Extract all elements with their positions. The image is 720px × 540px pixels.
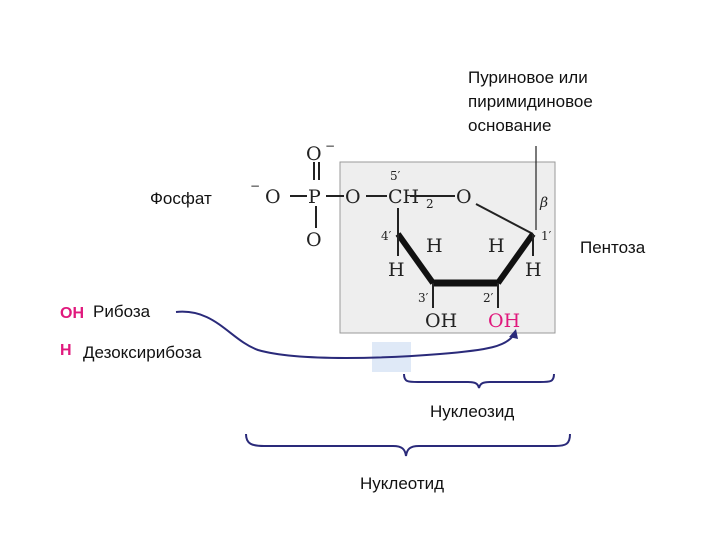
o-bottom: O: [306, 229, 322, 251]
pentose-box: [339, 161, 556, 334]
phosphate-label: Фосфат: [150, 189, 212, 208]
ch2-subscript: 2: [426, 197, 434, 211]
pos-4-label: 4′: [381, 229, 392, 243]
oh-3: OH: [425, 310, 457, 332]
o-minus-charge: −: [325, 139, 335, 153]
oh-tag: OH: [60, 305, 84, 322]
h-tag: H: [60, 342, 72, 359]
deoxyribose-label: Дезоксирибоза: [83, 343, 202, 362]
beta-label: β: [539, 195, 548, 211]
p-atom: P: [308, 186, 321, 208]
pos-2-label: 2′: [483, 291, 494, 305]
o-left: O: [265, 186, 281, 208]
connector-curve: [175, 310, 514, 359]
pos-3-label: 3′: [418, 291, 429, 305]
bond-c2-c1-wedge: [495, 232, 536, 285]
minus-left: −: [250, 179, 260, 193]
base-label-line-2: пиримидиновое: [468, 92, 593, 111]
ch2-group: CH: [388, 186, 419, 208]
o-top: O: [306, 143, 322, 165]
bond-ring-o-c1: [475, 203, 534, 235]
base-label-line-3: основание: [468, 116, 552, 135]
pos-1-label: 1′: [541, 229, 552, 243]
base-label: Пуриновое или пиримидиновое основание: [468, 66, 593, 138]
pentose-label: Пентоза: [580, 238, 646, 257]
nucleotide-label: Нуклеотид: [360, 474, 445, 493]
nucleotide-brace: [245, 433, 571, 457]
o-right: O: [345, 186, 361, 208]
ribose-label: Рибоза: [93, 302, 151, 321]
pos-5-label: 5′: [390, 169, 401, 183]
h4-up: H: [426, 235, 443, 257]
h1-down: H: [525, 259, 542, 281]
nucleoside-brace: [403, 373, 555, 389]
ring-oxygen: O: [456, 186, 472, 208]
h4-down: H: [388, 259, 405, 281]
oh-2-highlight: OH: [488, 310, 520, 332]
nucleoside-label: Нуклеозид: [430, 402, 515, 421]
h1-up: H: [488, 235, 505, 257]
base-label-line-1: Пуриновое или: [468, 68, 588, 87]
bond-c4-c3-wedge: [395, 232, 436, 285]
connector-arrowhead: [509, 329, 518, 339]
